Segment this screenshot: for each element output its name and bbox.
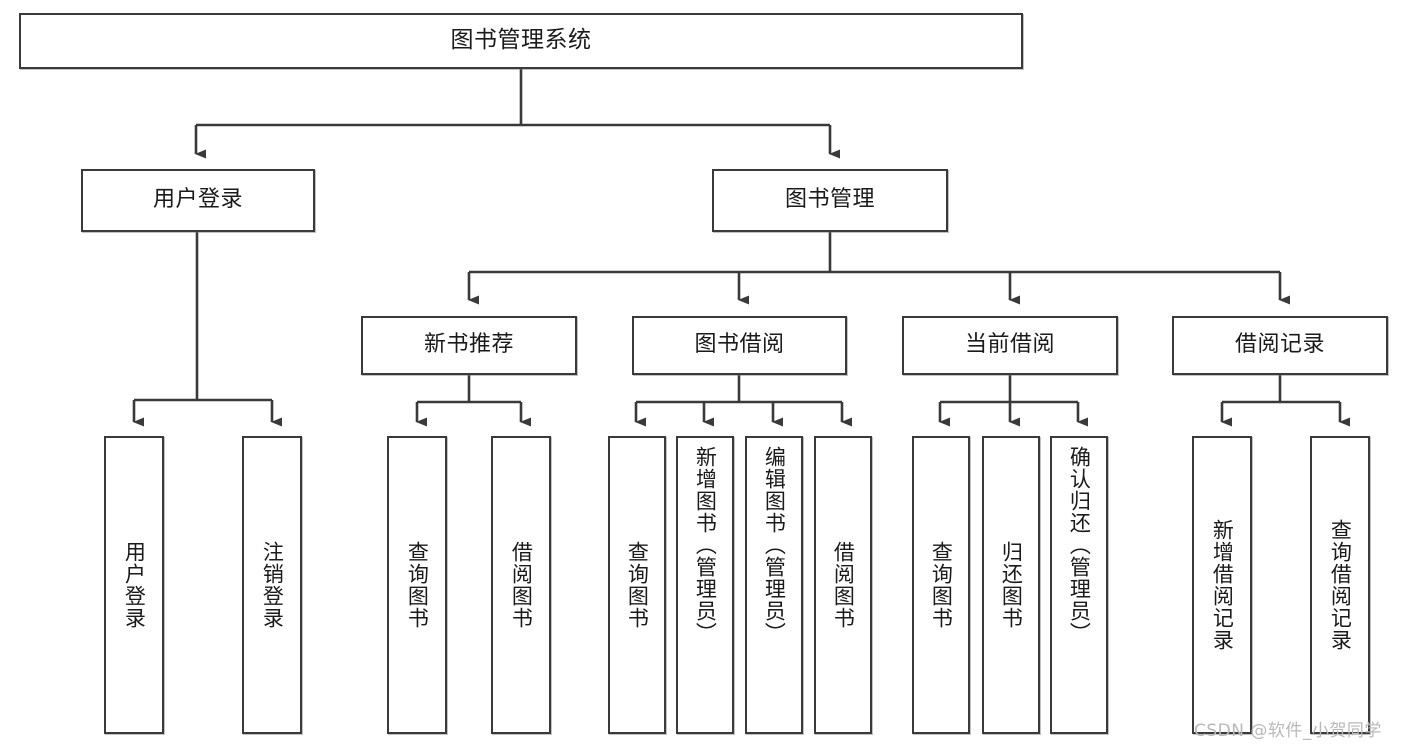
node-leaf-user-login[interactable]: 用户登录 (104, 436, 164, 734)
node-leaf-return-books[interactable]: 归还图书 (982, 436, 1040, 734)
node-label: 用户登录 (152, 187, 243, 213)
node-leaf-edit-book-admin[interactable]: 编辑图书（管理员） (745, 436, 803, 734)
node-label: 查询图书 (625, 541, 650, 629)
node-label: 确认归还（管理员） (1067, 446, 1092, 644)
node-label: 新书推荐 (423, 332, 514, 358)
node-user-login[interactable]: 用户登录 (81, 169, 315, 232)
node-book-borrowing[interactable]: 图书借阅 (632, 316, 847, 375)
node-leaf-query-books-recommend[interactable]: 查询图书 (387, 436, 447, 734)
node-label: 注销登录 (260, 541, 285, 629)
node-leaf-query-books-borrow[interactable]: 查询图书 (608, 436, 666, 734)
node-label: 当前借阅 (964, 332, 1055, 358)
node-borrowing-record[interactable]: 借阅记录 (1172, 316, 1388, 375)
node-leaf-confirm-return-admin[interactable]: 确认归还（管理员） (1050, 436, 1108, 734)
node-label: 图书管理 (784, 187, 875, 213)
node-label: 新增借阅记录 (1210, 519, 1235, 651)
node-leaf-query-borrow-record[interactable]: 查询借阅记录 (1310, 436, 1370, 734)
node-label: 用户登录 (122, 541, 147, 629)
node-leaf-add-borrow-record[interactable]: 新增借阅记录 (1192, 436, 1252, 734)
node-label: 查询图书 (929, 541, 954, 629)
node-label: 借阅记录 (1234, 332, 1325, 358)
node-label: 编辑图书（管理员） (762, 446, 787, 644)
node-label: 借阅图书 (509, 541, 534, 629)
node-current-borrowing[interactable]: 当前借阅 (902, 316, 1118, 375)
node-book-management[interactable]: 图书管理 (712, 169, 948, 232)
node-leaf-add-book-admin[interactable]: 新增图书（管理员） (676, 436, 734, 734)
node-label: 图书借阅 (694, 332, 785, 358)
node-label: 归还图书 (999, 541, 1024, 629)
node-new-book-recommendation[interactable]: 新书推荐 (361, 316, 577, 375)
csdn-watermark: CSDN @软件_小贺同学 (1194, 721, 1382, 741)
node-leaf-borrow-books[interactable]: 借阅图书 (814, 436, 872, 734)
node-leaf-borrow-books-recommend[interactable]: 借阅图书 (491, 436, 551, 734)
node-label: 借阅图书 (831, 541, 856, 629)
node-leaf-logout[interactable]: 注销登录 (242, 436, 302, 734)
node-leaf-query-books-current[interactable]: 查询图书 (912, 436, 970, 734)
node-label: 查询借阅记录 (1328, 519, 1353, 651)
node-label: 新增图书（管理员） (693, 446, 718, 644)
node-root-book-management-system[interactable]: 图书管理系统 (19, 13, 1023, 69)
node-label: 查询图书 (405, 541, 430, 629)
node-label: 图书管理系统 (450, 27, 592, 54)
